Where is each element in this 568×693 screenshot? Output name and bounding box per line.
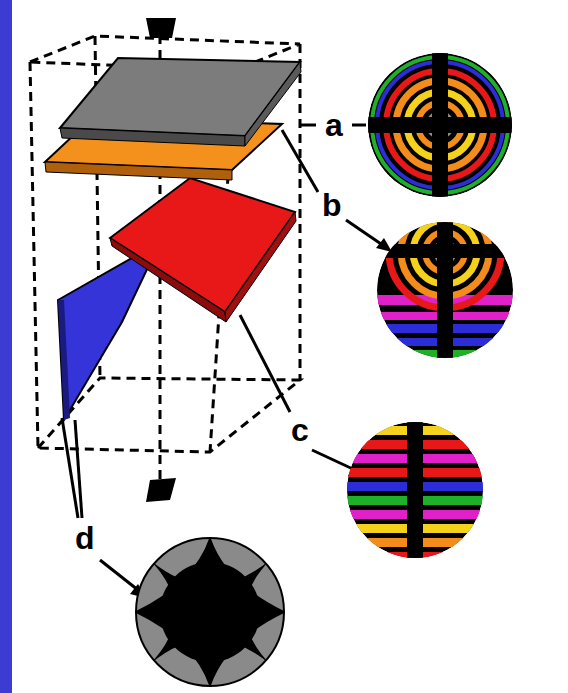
red-plate-edge xyxy=(110,238,226,322)
red-plate xyxy=(110,178,295,312)
red-plate-edge xyxy=(225,212,296,322)
part-letter: b xyxy=(319,189,345,221)
orange-plate-edge xyxy=(45,162,232,180)
arrow-heads xyxy=(130,238,392,598)
gray-plate-edge xyxy=(60,128,245,146)
interference-figure-c xyxy=(340,420,490,561)
gray-plate xyxy=(60,58,300,136)
part-letter: a xyxy=(322,109,346,141)
frame-strip xyxy=(0,0,12,693)
dashed-cube xyxy=(30,36,300,452)
interference-figure-a xyxy=(365,50,515,200)
interference-figure-b xyxy=(370,196,520,368)
blue-plate xyxy=(58,242,160,420)
blue-plate-edge xyxy=(58,300,70,420)
figure-outline xyxy=(136,538,284,686)
part-letter: d xyxy=(72,522,98,554)
leader-lines xyxy=(62,125,384,590)
part-letter: c xyxy=(288,414,312,446)
gray-plate-edge xyxy=(245,62,301,146)
interference-figure-d xyxy=(134,536,286,688)
